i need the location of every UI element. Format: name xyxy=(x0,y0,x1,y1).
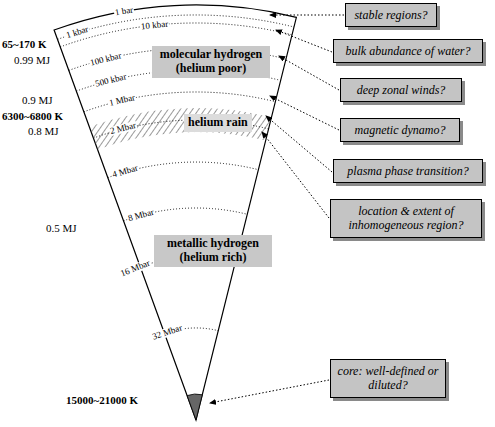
question-callout: magnetic dynamo? xyxy=(340,118,460,142)
node-text: helium rain xyxy=(188,116,248,130)
mass-label: 0.5 MJ xyxy=(46,223,77,234)
node-text: metallic hydrogen (helium rich) xyxy=(158,237,268,265)
node-text: deep zonal winds? xyxy=(345,83,457,97)
node-text: core: well-defined or diluted? xyxy=(335,364,441,393)
temperature-label: 6300~6800 K xyxy=(2,111,63,122)
region-label: metallic hydrogen (helium rich) xyxy=(154,235,272,267)
question-callout: plasma phase transition? xyxy=(333,159,483,183)
temperature-label: 65~170 K xyxy=(2,39,47,50)
region-label: molecular hydrogen (helium poor) xyxy=(152,46,270,78)
question-callout: bulk abundance of water? xyxy=(333,39,483,63)
node-text: plasma phase transition? xyxy=(338,164,478,178)
question-callout: core: well-defined or diluted? xyxy=(330,359,446,398)
node-text: location & extent of inhomogeneous regio… xyxy=(335,204,477,233)
pressure-arcs xyxy=(58,15,295,334)
region-label: helium rain xyxy=(184,114,252,132)
question-callout: stable regions? xyxy=(345,3,437,27)
node-text: bulk abundance of water? xyxy=(338,44,478,58)
node-text: molecular hydrogen (helium poor) xyxy=(156,48,266,76)
mass-label: 0.9 MJ xyxy=(22,95,53,106)
helium-rain-band xyxy=(89,108,271,149)
wedge-outline xyxy=(54,5,296,420)
question-callout: deep zonal winds? xyxy=(340,78,462,102)
core xyxy=(187,394,202,420)
node-text: magnetic dynamo? xyxy=(345,123,455,137)
temperature-label: 15000~21000 K xyxy=(66,395,138,406)
node-text: stable regions? xyxy=(350,8,432,22)
mass-label: 0.8 MJ xyxy=(28,126,59,137)
question-callout: location & extent of inhomogeneous regio… xyxy=(330,199,482,238)
mass-label: 0.99 MJ xyxy=(14,55,50,66)
